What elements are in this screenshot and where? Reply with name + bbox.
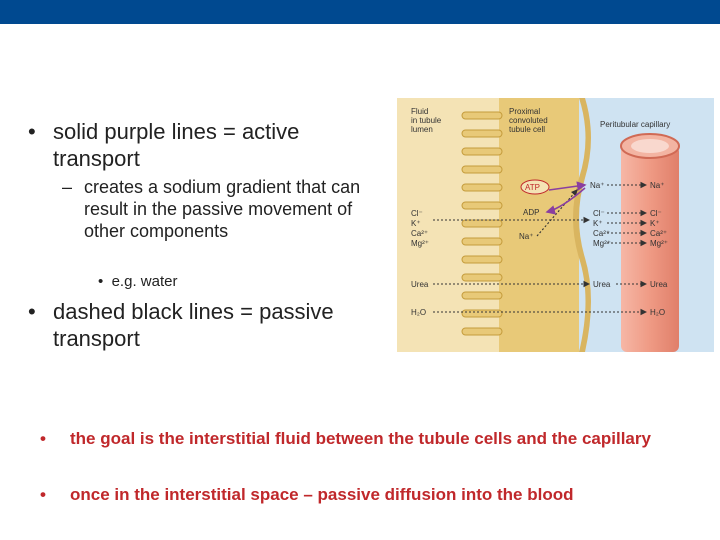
red-bullet-text: the goal is the interstitial fluid betwe… [70,429,651,448]
bullet-dot: • [98,273,112,290]
subbullet-text: creates a sodium gradient that can resul… [84,177,361,241]
bullet-text: solid purple lines = active transport [53,119,300,171]
bullet-dash: – [62,177,73,197]
bullet-dot: • [28,299,36,324]
atp-badge [520,179,550,195]
ions-capillary: Cl⁻K⁺Ca²⁺Mg²⁺ [650,209,668,248]
bullet-dot: • [28,119,36,144]
ions-cell: Cl⁻K⁺Ca²⁺Mg²⁺ [593,209,611,248]
capillary-body [621,146,679,352]
subbullet-sodium-gradient: – creates a sodium gradient that can res… [62,176,382,242]
subsubbullet-text: e.g. water [111,273,178,290]
microvilli-brush-border [461,111,503,336]
adp-label: ADP [523,208,539,217]
bullet-passive-transport: • dashed black lines = passive transport [28,298,373,352]
passive-transport-arrows [433,181,648,316]
na-cell-label: Na⁺ [590,181,604,190]
urea-lumen: Urea [411,280,429,289]
urea-capillary: Urea [650,280,668,289]
cell-membrane [573,98,591,352]
cell-region [499,98,579,352]
bullet-text: dashed black lines = passive transport [53,299,334,351]
atp-label: ATP [525,183,540,192]
bullet-active-transport: • solid purple lines = active transport [28,118,373,172]
bullet-dot: • [40,429,46,448]
capillary-label: Peritubular capillary [600,120,670,129]
ions-lumen: Cl⁻K⁺Ca²⁺Mg²⁺ [411,209,429,248]
capillary-lumen [631,139,669,153]
na-capillary-label: Na⁺ [650,181,664,190]
na-lumen-label: Na⁺ [519,232,533,241]
red-bullet-goal: • the goal is the interstitial fluid bet… [40,428,700,449]
active-transport-arrows [545,181,587,215]
red-bullet-text: once in the interstitial space – passive… [70,485,574,504]
urea-cell: Urea [593,280,611,289]
subsubbullet-water: • e.g. water [98,272,177,292]
water-capillary: H₂O [650,308,665,317]
water-lumen: H₂O [411,308,426,317]
title-bar [0,0,720,24]
red-bullet-diffusion: • once in the interstitial space – passi… [40,484,700,505]
bullet-dot: • [40,485,46,504]
